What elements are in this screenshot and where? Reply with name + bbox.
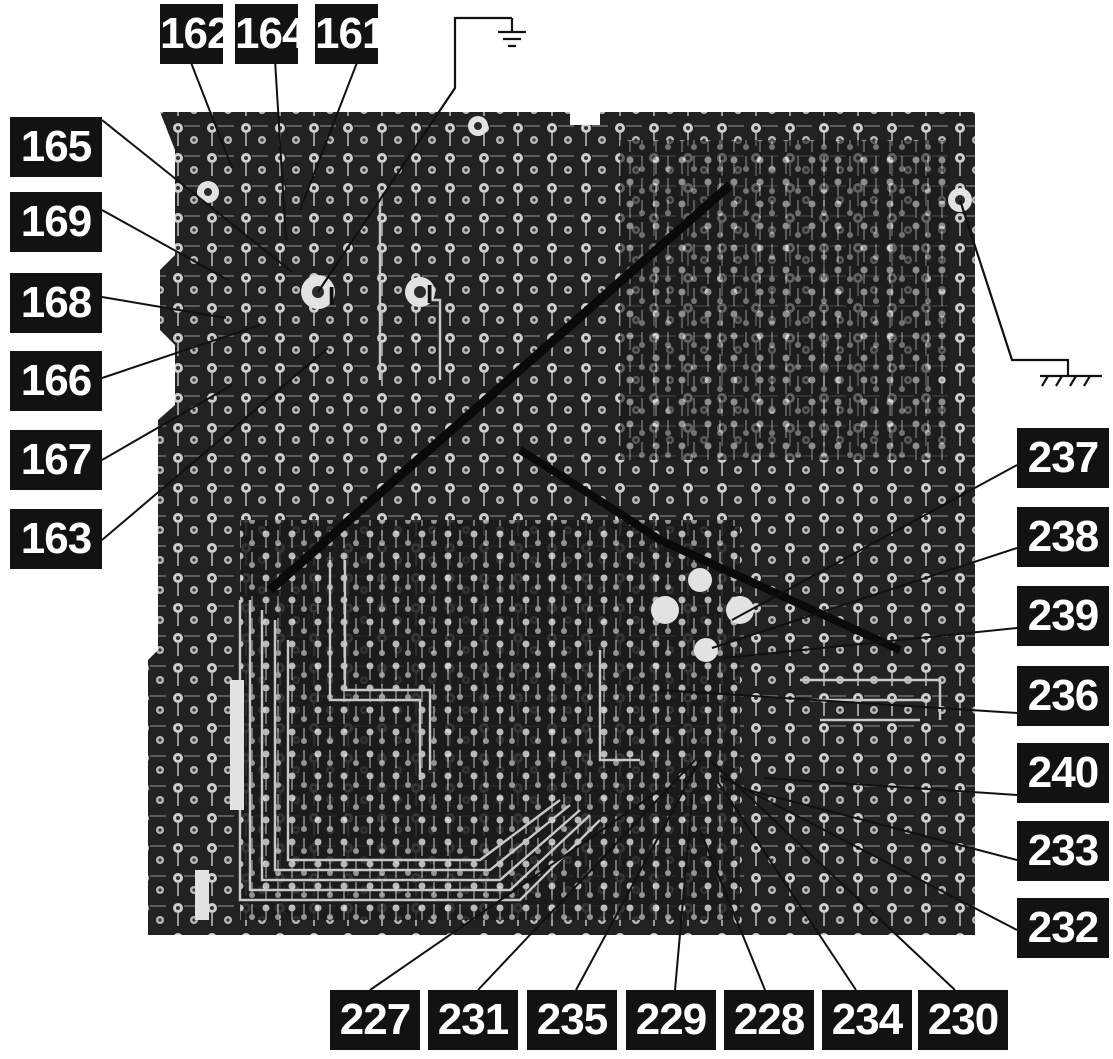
cable bbox=[267, 181, 733, 594]
components bbox=[195, 116, 972, 920]
ground-icon bbox=[317, 16, 526, 293]
callout-240: 240 bbox=[1017, 743, 1109, 803]
callout-229: 229 bbox=[626, 990, 716, 1050]
leader-lines bbox=[101, 59, 1018, 991]
callout-165: 165 bbox=[10, 117, 102, 177]
callout-161: 161 bbox=[315, 4, 386, 64]
callout-168: 168 bbox=[10, 273, 102, 333]
callout-237: 237 bbox=[1017, 428, 1109, 488]
callout-163: 163 bbox=[10, 509, 102, 569]
callout-228: 228 bbox=[724, 990, 814, 1050]
component-mark-2: I bbox=[426, 279, 433, 309]
component-mark-1: I bbox=[328, 281, 335, 311]
callout-233: 233 bbox=[1017, 821, 1109, 881]
callout-230: 230 bbox=[918, 990, 1008, 1050]
cable-2 bbox=[517, 446, 902, 654]
callout-234: 234 bbox=[822, 990, 912, 1050]
chassis-ground-icon bbox=[958, 199, 1102, 387]
callout-236: 236 bbox=[1017, 666, 1109, 726]
callout-166: 166 bbox=[10, 351, 102, 411]
callout-162: 162 bbox=[160, 4, 231, 64]
callout-232: 232 bbox=[1017, 898, 1109, 958]
callout-169: 169 bbox=[10, 192, 102, 252]
board-region-right bbox=[620, 140, 950, 460]
callout-227: 227 bbox=[330, 990, 420, 1050]
callout-164: 164 bbox=[235, 4, 306, 64]
callout-235: 235 bbox=[527, 990, 617, 1050]
callout-239: 239 bbox=[1017, 586, 1109, 646]
callout-238: 238 bbox=[1017, 507, 1109, 567]
callout-167: 167 bbox=[10, 430, 102, 490]
callout-231: 231 bbox=[428, 990, 518, 1050]
